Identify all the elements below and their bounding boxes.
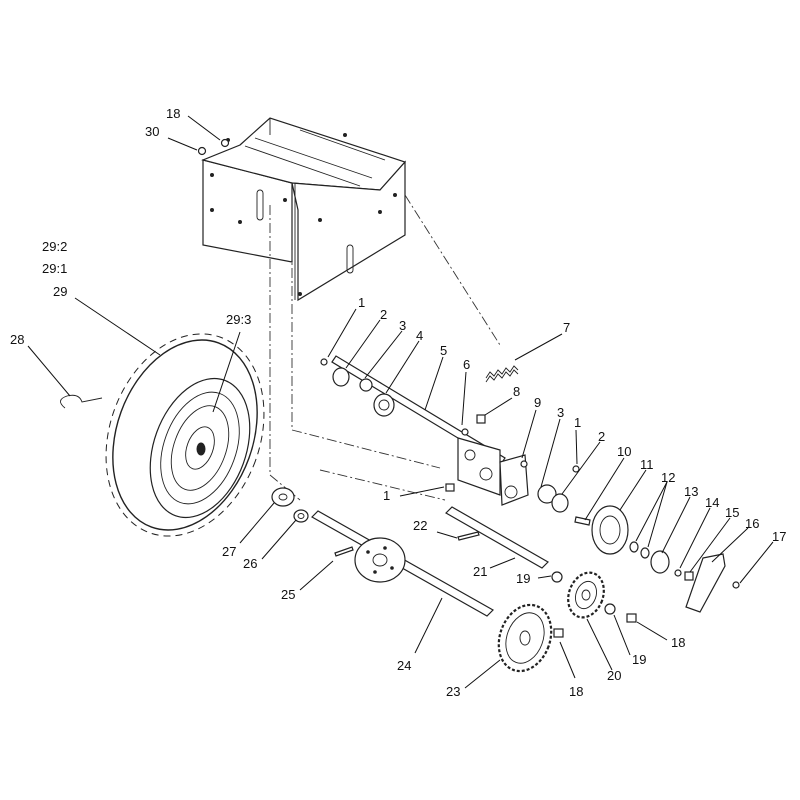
wheel-assembly	[105, 333, 265, 537]
key	[457, 531, 480, 541]
washer-19b	[604, 603, 616, 615]
callout-17: 17	[772, 529, 787, 544]
callout-20: 20	[607, 668, 622, 683]
drive-shaft-assembly	[320, 355, 506, 465]
axle-shaft	[311, 510, 494, 617]
hairpin-clip	[60, 394, 103, 409]
callout-29: 29	[53, 284, 68, 299]
callout-1-top: 1	[358, 295, 366, 310]
bolt-1c	[445, 483, 455, 492]
flange-bushing	[271, 487, 295, 507]
callout-10: 10	[617, 444, 632, 459]
callout-29-2: 29:2	[42, 239, 68, 254]
callout-18-right: 18	[671, 635, 686, 650]
callout-18-top: 18	[166, 106, 181, 121]
screw-30	[197, 146, 207, 156]
callout-14: 14	[705, 495, 720, 510]
callout-8: 8	[513, 384, 521, 399]
gear-20	[567, 571, 605, 619]
callout-28: 28	[10, 332, 25, 347]
callout-12: 12	[661, 470, 676, 485]
washer-26	[293, 509, 309, 523]
callout-4: 4	[416, 328, 424, 343]
leader-lines	[27, 115, 774, 689]
bracket-plates	[457, 414, 529, 506]
callout-19-left: 19	[516, 571, 531, 586]
large-gear-23	[497, 603, 553, 673]
callout-22: 22	[413, 518, 428, 533]
callout-25: 25	[281, 587, 296, 602]
callout-3-mid: 3	[557, 405, 565, 420]
callout-27: 27	[222, 544, 237, 559]
callout-1-low: 1	[383, 488, 391, 503]
screw-18a	[220, 138, 230, 148]
spring	[485, 365, 519, 383]
callout-13: 13	[684, 484, 699, 499]
callout-18-low: 18	[569, 684, 584, 699]
right-assembly	[537, 465, 740, 613]
callout-19-right: 19	[632, 652, 647, 667]
callout-6: 6	[463, 357, 471, 372]
callout-1-mid: 1	[574, 415, 582, 430]
callout-23: 23	[446, 684, 461, 699]
callout-15: 15	[725, 505, 740, 520]
callout-24: 24	[397, 658, 412, 673]
frame-housing	[201, 117, 407, 302]
gear-shaft	[445, 506, 549, 569]
callout-9: 9	[534, 395, 542, 410]
callout-26: 26	[243, 556, 258, 571]
callout-29-1: 29:1	[42, 261, 68, 276]
callout-30: 30	[145, 124, 160, 139]
bolt-18c	[626, 613, 637, 623]
bolt-18b	[553, 628, 564, 638]
callout-29-3: 29:3	[226, 312, 252, 327]
washer-19a	[551, 571, 563, 583]
callout-2-top: 2	[380, 307, 388, 322]
callout-3-top: 3	[399, 318, 407, 333]
callout-21: 21	[473, 564, 488, 579]
callout-11: 11	[640, 457, 654, 472]
callout-2-mid: 2	[598, 429, 606, 444]
roll-pin	[334, 546, 354, 557]
callout-7: 7	[563, 320, 571, 335]
callout-16: 16	[745, 516, 760, 531]
callout-5: 5	[440, 343, 448, 358]
